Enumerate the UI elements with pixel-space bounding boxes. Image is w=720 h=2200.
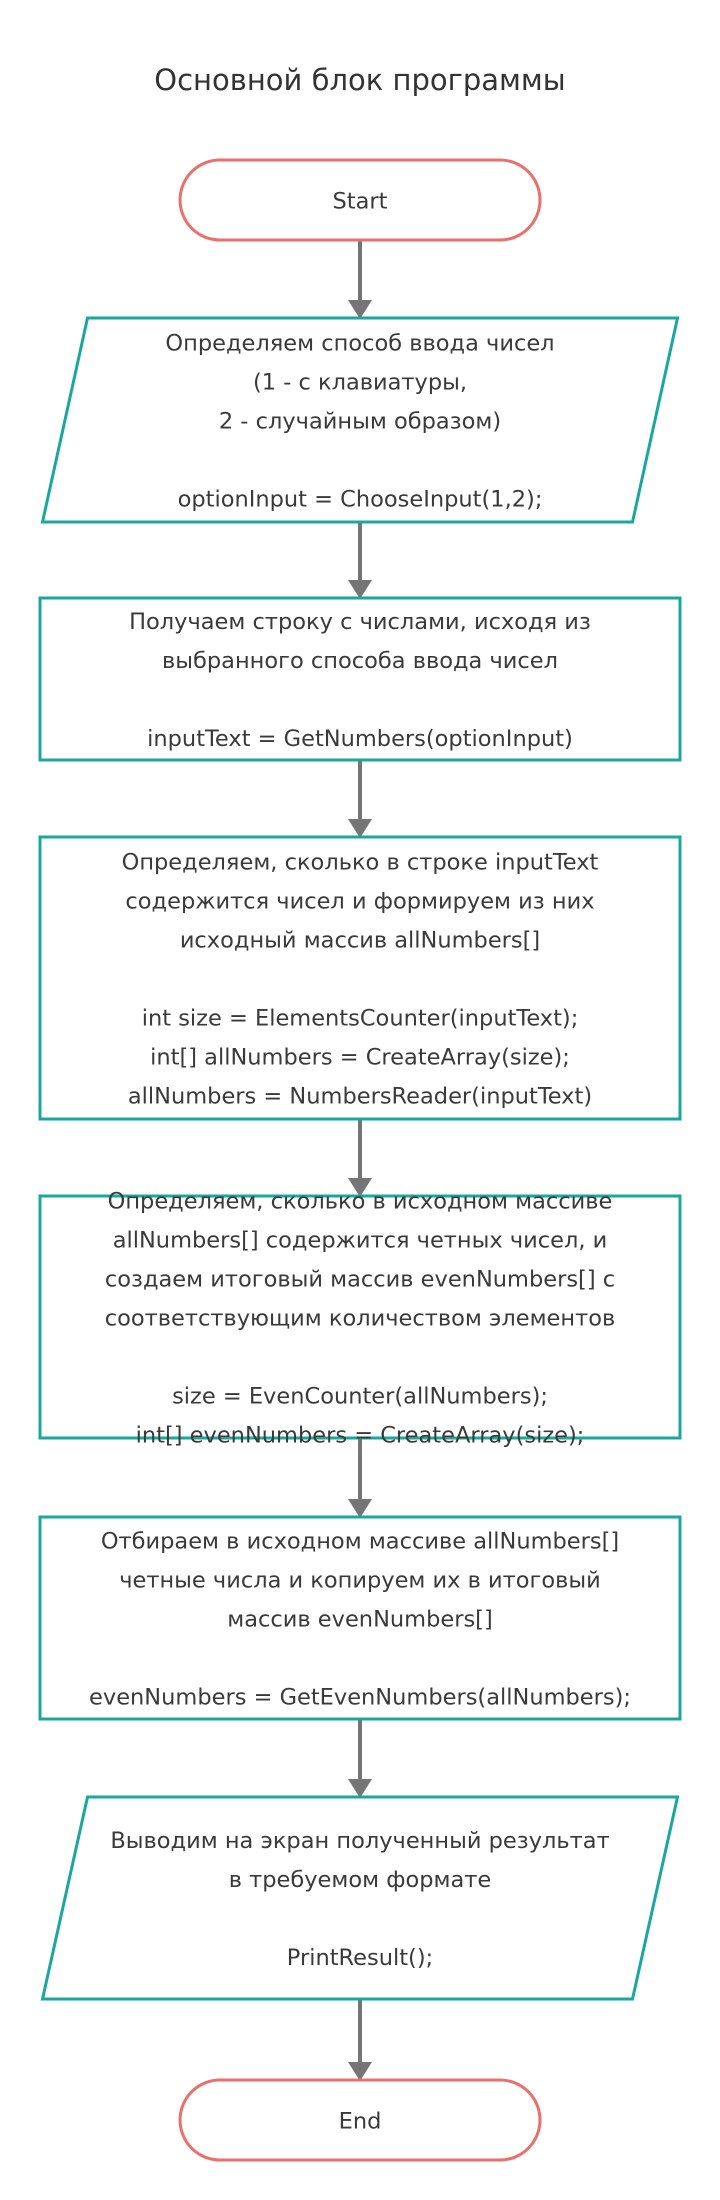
process-shape [38, 1194, 682, 1440]
arrow-head [348, 1779, 372, 1798]
node-text-line: выбранного способа ввода чисел [162, 648, 558, 674]
node-text-line: Получаем строку с числами, исходя из [129, 609, 591, 635]
node-text-line: PrintResult(); [287, 1945, 433, 1971]
flow-arrow [348, 1999, 372, 2081]
node-choose-input: Определяем способ ввода чисел (1 - с клав… [40, 316, 680, 524]
arrow-head [348, 2062, 372, 2081]
process-shape [38, 596, 682, 762]
node-text-line: 2 - случайным образом) [219, 409, 501, 435]
node-copy-even: Отбираем в исходном массиве allNumbers[]… [38, 1515, 682, 1721]
node-start: Start [178, 158, 542, 242]
arrow-head [348, 1178, 372, 1197]
node-text-line: четные числа и копируем их в итоговый [119, 1568, 601, 1594]
terminal-shape [178, 2078, 542, 2162]
node-text-line: содержится чисел и формируем из них [125, 889, 594, 915]
diagram-title: Основной блок программы [154, 63, 565, 97]
arrow-head [348, 819, 372, 838]
node-text-line: allNumbers[] содержится четных чисел, и [113, 1228, 608, 1254]
arrow-head [348, 580, 372, 599]
node-end: End [178, 2078, 542, 2162]
node-text-line: size = EvenCounter(allNumbers); [172, 1384, 548, 1410]
flow-arrow [348, 240, 372, 319]
flowchart-edges [348, 240, 372, 2081]
process-shape [38, 1515, 682, 1721]
node-text-line: Выводим на экран полученный результат [110, 1828, 609, 1854]
node-text-line: в требуемом формате [229, 1867, 492, 1893]
node-text-line: optionInput = ChooseInput(1,2); [178, 487, 543, 513]
node-text-line: Определяем способ ввода чисел [165, 331, 554, 357]
node-text-line: Отбираем в исходном массиве allNumbers[] [101, 1529, 619, 1555]
node-text-line: соответствующим количеством элементов [105, 1306, 616, 1332]
io-shape [40, 316, 680, 524]
terminal-shape [178, 158, 542, 242]
flow-arrow [348, 1119, 372, 1197]
io-shape [40, 1795, 680, 2001]
process-shape [38, 835, 682, 1121]
flow-arrow [348, 760, 372, 838]
flow-arrow [348, 522, 372, 599]
node-text-line: Определяем, сколько в исходном массиве [108, 1189, 613, 1215]
flow-arrow [348, 1438, 372, 1518]
node-create-all-numbers: Определяем, сколько в строке inputText со… [38, 835, 682, 1121]
node-text-line: inputText = GetNumbers(optionInput) [147, 726, 573, 752]
node-text-line: int[] allNumbers = CreateArray(size); [150, 1045, 570, 1071]
node-text-line: int size = ElementsCounter(inputText); [142, 1006, 579, 1032]
node-text-line: int[] evenNumbers = CreateArray(size); [136, 1423, 585, 1449]
node-text-line: Start [333, 189, 388, 215]
node-text-line: allNumbers = NumbersReader(inputText) [128, 1084, 592, 1110]
node-text-line: End [339, 2109, 382, 2135]
flow-arrow [348, 1719, 372, 1798]
node-text-line: (1 - с клавиатуры, [253, 370, 467, 396]
node-get-numbers: Получаем строку с числами, исходя из выбр… [38, 596, 682, 762]
node-text-line: исходный массив allNumbers[] [180, 928, 540, 954]
node-create-even-array: Определяем, сколько в исходном массиве al… [38, 1189, 682, 1449]
node-text-line: Определяем, сколько в строке inputText [122, 850, 599, 876]
node-text-line: массив evenNumbers[] [227, 1607, 492, 1633]
node-text-line: создаем итоговый массив evenNumbers[] с [105, 1267, 615, 1293]
arrow-head [348, 1499, 372, 1518]
node-print-result: Выводим на экран полученный результат в т… [40, 1795, 680, 2001]
node-text-line: evenNumbers = GetEvenNumbers(allNumbers)… [89, 1685, 631, 1711]
arrow-head [348, 300, 372, 319]
